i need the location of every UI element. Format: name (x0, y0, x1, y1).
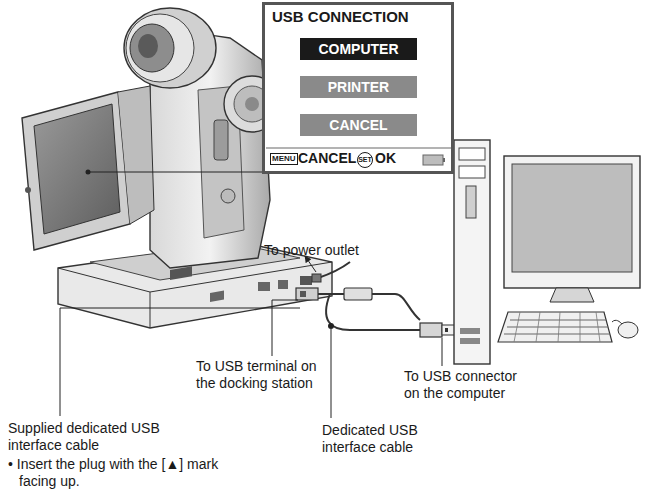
usb-cable (296, 288, 456, 337)
computer-monitor (504, 156, 640, 288)
screen-menu: USB CONNECTIONMENUCANCELSETOKCOMPUTERPRI… (262, 2, 454, 174)
keyboard (498, 312, 638, 342)
computer-monitor (504, 156, 640, 302)
callout-label: To USB connector on the computer (404, 368, 536, 402)
docking-station (150, 292, 151, 328)
leader-line (88, 172, 262, 173)
camera-body (214, 120, 228, 160)
callout-label: Supplied dedicated USB interface cable (8, 420, 178, 454)
lcd-monitor (22, 92, 130, 250)
keyboard (504, 320, 610, 334)
leader-line (331, 329, 332, 418)
lcd-monitor (25, 187, 31, 193)
usb-cable (420, 323, 442, 337)
option-text: CANCEL (300, 114, 417, 136)
lcd-monitor (22, 86, 154, 250)
footer-separator (266, 147, 451, 149)
docking-station (300, 276, 312, 285)
keyboard (514, 312, 600, 342)
power-cord (318, 262, 350, 278)
button-icon: SET (357, 152, 373, 168)
usb-cable (296, 288, 318, 300)
menu-option: CANCEL (300, 114, 417, 136)
computer-monitor (512, 164, 632, 272)
computer-tower (459, 166, 485, 178)
camera-lens (124, 8, 216, 88)
power-cord (305, 256, 350, 282)
usb-cable (326, 294, 420, 330)
usb-cable (372, 294, 420, 320)
computer-tower (459, 148, 485, 160)
camera-body (221, 189, 235, 203)
soft-key-label: CANCEL (298, 150, 356, 166)
docking-station (258, 282, 270, 291)
mode-dial (245, 97, 259, 111)
battery-icon (443, 158, 445, 162)
callout-label: Dedicated USB interface cable (322, 422, 442, 456)
docking-station (278, 280, 288, 289)
keyboard (618, 322, 638, 338)
computer-tower (454, 140, 490, 364)
camera-lens (138, 34, 158, 58)
usb-cable (328, 323, 334, 329)
callout-label: • Insert the plug with the [▲] mark faci… (8, 456, 219, 490)
usb-cable (318, 293, 344, 295)
option-text: COMPUTER (300, 38, 417, 60)
camera-lens (124, 8, 216, 88)
menu-option: COMPUTER (300, 38, 417, 60)
usb-cable (445, 328, 448, 332)
leader-line (86, 170, 263, 175)
camera-lens (130, 24, 174, 72)
usb-cable (300, 291, 306, 297)
camera-lens (126, 14, 194, 82)
battery-icon (423, 155, 445, 165)
keyboard (612, 320, 622, 324)
power-cord (312, 274, 321, 282)
button-icon: MENU (270, 153, 298, 165)
lcd-monitor (118, 86, 154, 224)
lcd-monitor (34, 104, 120, 234)
battery-icon (423, 155, 443, 165)
callout-label: To power outlet (264, 242, 394, 259)
power-cord (305, 256, 316, 272)
computer-tower (454, 140, 490, 364)
docking-station (210, 291, 224, 302)
leader-line (442, 338, 443, 366)
soft-key-label: OK (375, 150, 396, 166)
computer-tower (466, 186, 476, 218)
leader-line (272, 300, 298, 356)
callout-label: To USB terminal on the docking station (196, 358, 336, 392)
computer-tower (460, 328, 480, 334)
computer-monitor (550, 288, 594, 302)
screen-title: USB CONNECTION (272, 8, 409, 25)
keyboard (498, 312, 612, 342)
option-text: PRINTER (300, 76, 417, 98)
usb-cable (344, 288, 372, 300)
leader-line (60, 300, 442, 418)
computer-tower (460, 338, 480, 344)
menu-option: PRINTER (300, 76, 417, 98)
